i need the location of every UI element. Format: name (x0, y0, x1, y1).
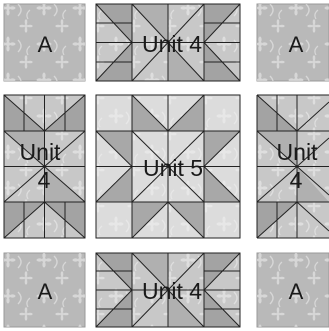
block-unit5-center: Unit 5 (96, 95, 240, 238)
block-unit4-label: Unit 4 (142, 278, 202, 304)
block-a-label: A (38, 32, 53, 57)
block-a-label: A (289, 279, 304, 304)
block-a-top-right: A (257, 4, 329, 81)
block-unit4-bottom: Unit 4 (96, 253, 240, 327)
block-unit4-right: Unit 4 (257, 95, 329, 238)
block-a-label: A (289, 32, 304, 57)
block-unit4-label-line1: Unit (20, 139, 62, 165)
block-unit5-label: Unit 5 (143, 155, 203, 181)
block-unit4-left: Unit 4 (4, 95, 85, 238)
block-unit4-label-line2: 4 (290, 167, 303, 193)
block-a-bottom-right: A (257, 253, 329, 327)
block-a-bottom-left: A (4, 253, 85, 327)
block-a-label: A (38, 279, 53, 304)
block-unit4-label-line2: 4 (38, 167, 51, 193)
block-unit4-label: Unit 4 (142, 31, 202, 57)
block-a-top-left: A (4, 4, 85, 81)
block-unit4-label-line1: Unit (277, 139, 319, 165)
block-unit4-top: Unit 4 (96, 4, 240, 81)
